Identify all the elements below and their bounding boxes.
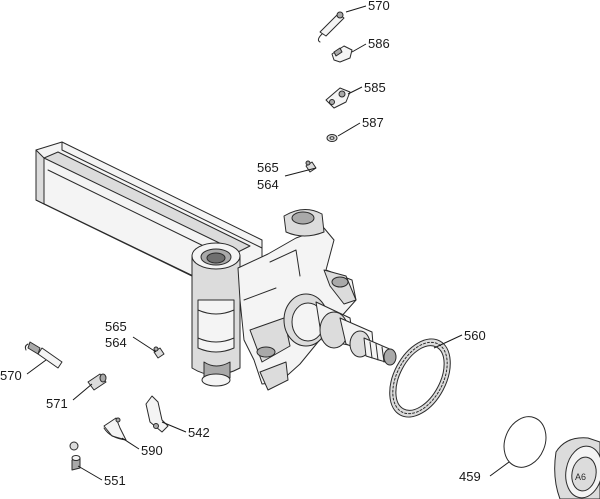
callout-565-mid: 565 — [105, 319, 127, 334]
callout-564-mid: 564 — [105, 335, 127, 350]
callout-542: 542 — [188, 425, 210, 440]
part-571-sleeve — [87, 373, 107, 391]
callout-590: 590 — [141, 443, 163, 458]
part-542-bracket — [145, 395, 169, 433]
callout-586: 586 — [368, 36, 390, 51]
callout-560: 560 — [464, 328, 486, 343]
hub-cap-logo: A6 — [575, 472, 586, 482]
leader-lines — [26, 5, 510, 481]
part-570-sensor-left — [24, 341, 63, 369]
part-585-clip — [325, 87, 351, 109]
callout-570-top: 570 — [368, 0, 390, 13]
callout-587: 587 — [362, 115, 384, 130]
part-459-o-ring — [503, 416, 547, 468]
part-560-seal-ring — [389, 338, 451, 418]
king-pin-housing — [191, 242, 241, 387]
part-590-clip — [103, 417, 127, 441]
part-586-bracket — [331, 45, 353, 63]
callout-570-left: 570 — [0, 368, 22, 383]
callout-571: 571 — [46, 396, 68, 411]
part-564-565-fitting-left — [153, 346, 165, 359]
callout-585: 585 — [364, 80, 386, 95]
callout-565-top: 565 — [257, 160, 279, 175]
spindle — [283, 293, 397, 366]
callout-551: 551 — [104, 473, 126, 488]
hub-cap: A6 — [554, 437, 600, 499]
part-587-washer — [326, 134, 338, 142]
part-570-sensor-top — [317, 11, 345, 43]
callout-labels: 570 586 585 587 565 564 565 564 570 571 … — [0, 0, 486, 488]
callout-564-top: 564 — [257, 177, 279, 192]
callout-459: 459 — [459, 469, 481, 484]
part-551-fittings — [69, 441, 81, 471]
